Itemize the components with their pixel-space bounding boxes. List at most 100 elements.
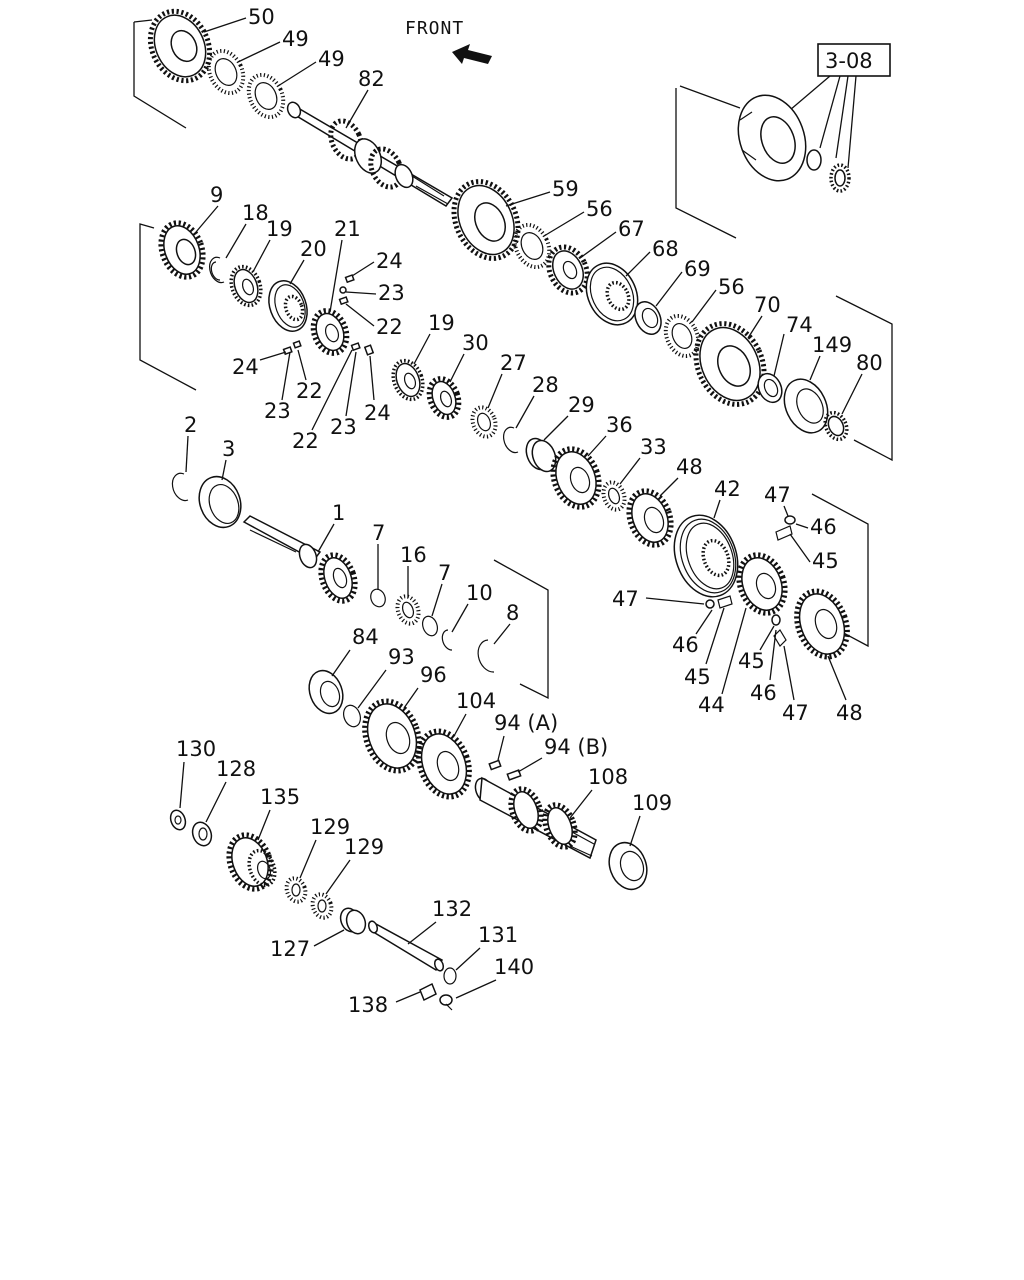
bearing-56b-icon [663, 313, 701, 359]
idler-gear-135-icon [226, 832, 277, 892]
label-68: 68 [652, 237, 679, 261]
bearing-27-icon [470, 405, 498, 439]
label-18: 18 [242, 201, 269, 225]
reference-box-3-08[interactable]: 3-08 [817, 43, 891, 77]
label-23a: 23 [378, 281, 405, 305]
bearing-56a-icon [512, 222, 552, 270]
gear-19a-icon [229, 264, 263, 308]
label-50: 50 [248, 5, 275, 29]
label-24c: 24 [364, 401, 391, 425]
group-bracket-diff [811, 493, 869, 648]
label-96: 96 [420, 663, 447, 687]
label-140: 140 [494, 955, 534, 979]
label-135: 135 [260, 785, 300, 809]
group-bracket-top [133, 22, 187, 129]
label-149: 149 [812, 333, 852, 357]
label-67: 67 [618, 217, 645, 241]
label-94b: 94 (B) [544, 735, 608, 759]
snap-ring-2-icon [171, 472, 189, 502]
label-23b: 23 [264, 399, 291, 423]
label-84: 84 [352, 625, 379, 649]
label-69: 69 [684, 257, 711, 281]
label-44: 44 [698, 693, 725, 717]
group-bracket-input [493, 559, 549, 700]
label-24a: 24 [376, 249, 403, 273]
washer-130-icon [169, 809, 187, 831]
gear-50-icon [147, 8, 213, 84]
label-36: 36 [606, 413, 633, 437]
label-24b: 24 [232, 355, 259, 379]
label-129a: 129 [310, 815, 350, 839]
bearing-16-icon [395, 594, 421, 626]
label-59: 59 [552, 177, 579, 201]
label-10: 10 [466, 581, 493, 605]
needle-bearing-49b-icon [246, 72, 286, 120]
label-28: 28 [532, 373, 559, 397]
bearing-33-icon [601, 480, 627, 512]
bearing-129a-icon [284, 876, 308, 904]
ring-28-icon [503, 426, 519, 454]
label-132: 132 [432, 897, 472, 921]
keys-94-icon [488, 759, 522, 781]
label-45b: 45 [684, 665, 711, 689]
idler-shaft-132-icon [367, 920, 445, 972]
label-47a: 47 [764, 483, 791, 507]
pinion-shaft-parts-icon [705, 515, 796, 647]
label-8: 8 [506, 601, 519, 625]
pinion-44-icon [736, 552, 788, 616]
label-16: 16 [400, 543, 427, 567]
bearing-109-icon [608, 841, 648, 891]
label-108: 108 [588, 765, 628, 789]
label-131: 131 [478, 923, 518, 947]
label-49b: 49 [318, 47, 345, 71]
label-29: 29 [568, 393, 595, 417]
label-129b: 129 [344, 835, 384, 859]
collar-29-icon [525, 437, 557, 473]
label-22b: 22 [296, 379, 323, 403]
label-127: 127 [270, 937, 310, 961]
label-46a: 46 [810, 515, 837, 539]
label-82: 82 [358, 67, 385, 91]
label-130: 130 [176, 737, 216, 761]
ring-74-icon [757, 372, 783, 404]
lock-plate-138-icon [419, 982, 437, 1002]
shifting-keys-icon [282, 274, 375, 356]
label-9: 9 [210, 183, 223, 207]
label-128: 128 [216, 757, 256, 781]
snap-ring-8-icon [477, 639, 495, 673]
gear-36-icon [550, 446, 602, 510]
input-shaft-1-icon [242, 515, 358, 604]
label-48b: 48 [836, 701, 863, 725]
label-47b: 47 [612, 587, 639, 611]
mainshaft-82-icon [286, 101, 454, 207]
gear-48a-icon [626, 488, 674, 548]
bearing-149-icon [783, 378, 829, 434]
bearing-84-icon [308, 669, 344, 715]
label-7a: 7 [372, 521, 385, 545]
label-104: 104 [456, 689, 496, 713]
label-94a: 94 (A) [494, 711, 558, 735]
sleeve-20-icon [268, 280, 308, 332]
bearing-3-icon [198, 475, 242, 529]
label-74: 74 [786, 313, 813, 337]
label-45c: 45 [738, 649, 765, 673]
label-7b: 7 [438, 561, 451, 585]
snap-ring-10-icon [441, 629, 453, 651]
bolt-140-icon [439, 994, 453, 1011]
label-23c: 23 [330, 415, 357, 439]
ring-93-icon [342, 704, 362, 728]
gear-104-icon [416, 728, 472, 800]
label-47c: 47 [782, 701, 809, 725]
washer-128-icon [191, 821, 213, 847]
gear-48b-icon [794, 588, 850, 660]
collar-127-icon [339, 907, 367, 935]
label-21: 21 [334, 217, 361, 241]
label-3: 3 [222, 437, 235, 461]
label-46b: 46 [672, 633, 699, 657]
label-30: 30 [462, 331, 489, 355]
gear-9-icon [158, 220, 206, 280]
gear-19b-icon [391, 358, 425, 402]
hub-21-icon [310, 308, 350, 356]
label-138: 138 [348, 993, 388, 1017]
